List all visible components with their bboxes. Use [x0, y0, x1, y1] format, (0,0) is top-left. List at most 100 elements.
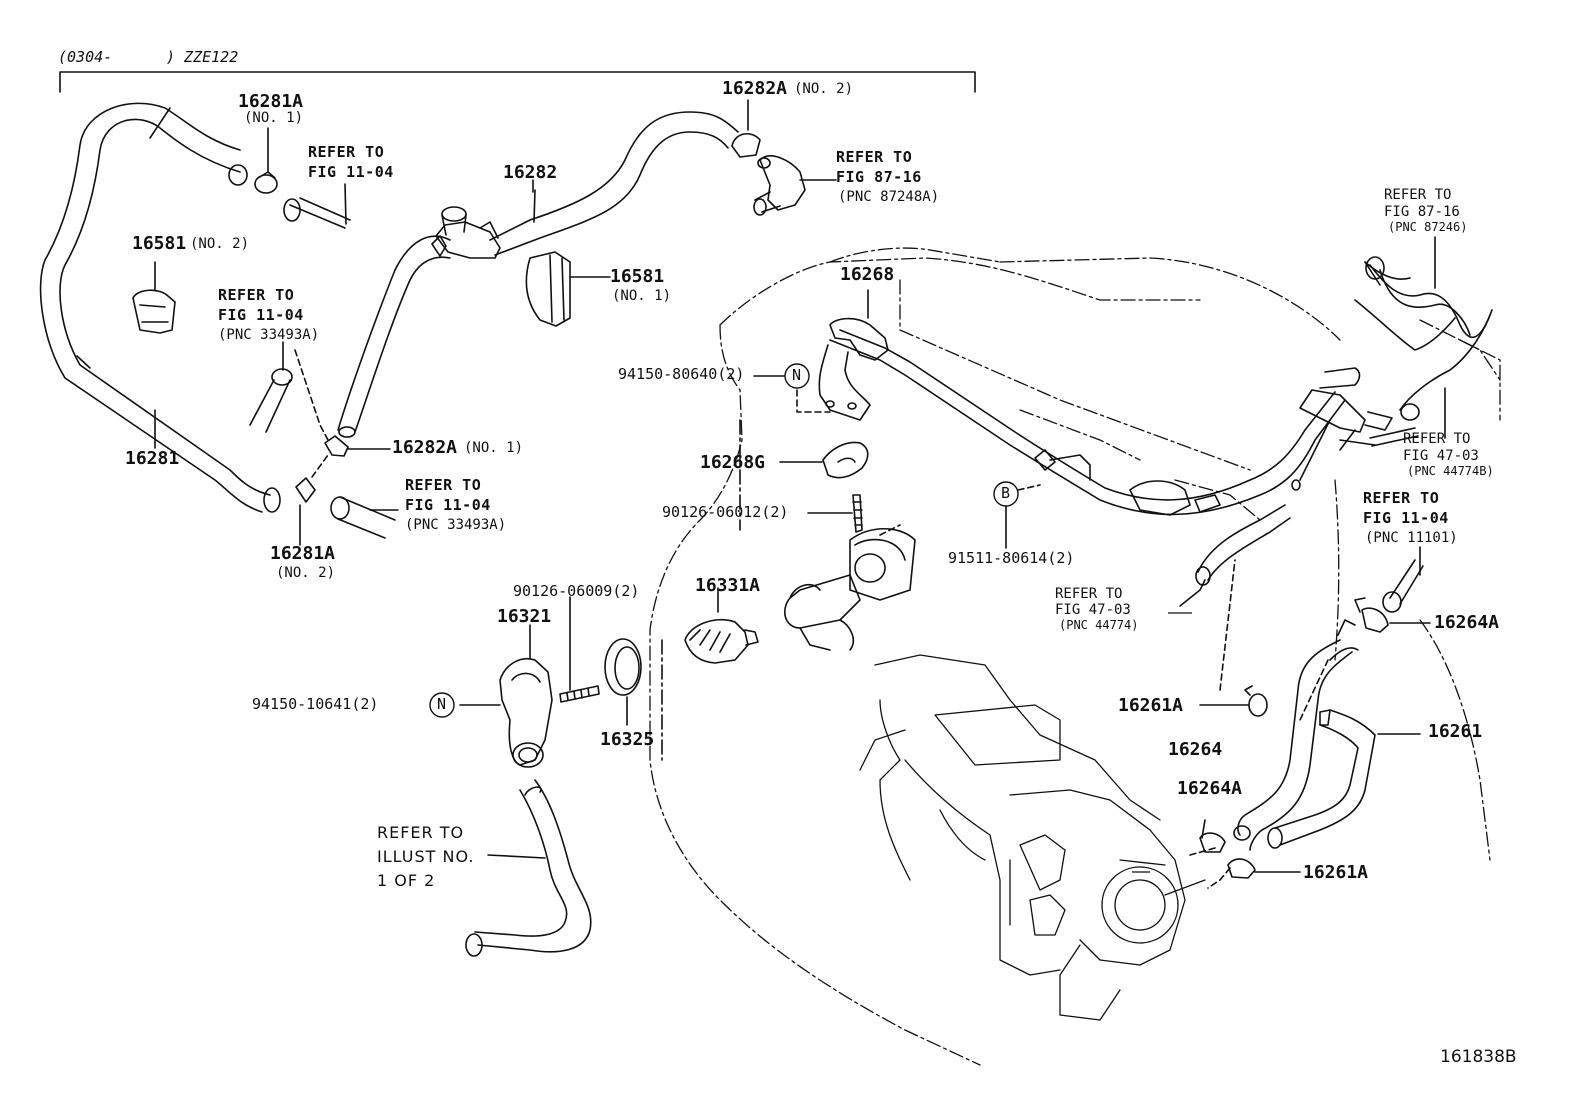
ref-line: (PNC 33493A) [218, 327, 320, 343]
label-94150-10641: 94150-10641(2) [252, 695, 379, 713]
ref-line: (PNC 44774) [1059, 618, 1139, 632]
ref-line: REFER TO [836, 148, 913, 166]
label-94150-80640: 94150-80640(2) [618, 365, 745, 383]
ref-line: REFER TO [377, 823, 465, 842]
label-16281: 16281 [125, 448, 180, 469]
marker-n1-circle [784, 363, 810, 389]
clamp-16282A-2 [731, 99, 761, 158]
engine-lower-block [859, 654, 1206, 1021]
t-fitting [431, 206, 501, 259]
ref-line: REFER TO [1384, 187, 1452, 203]
ref-line: REFER TO [308, 143, 385, 161]
label-16282A-no1-sub: (NO. 1) [464, 440, 524, 456]
hose-44774 [1179, 504, 1291, 607]
label-16282A-no2-sub: (NO. 2) [794, 81, 854, 97]
bracket-16268 [818, 289, 889, 421]
ref-line: FIG 11-04 [218, 306, 304, 324]
ref-line: (PNC 33493A) [405, 517, 507, 533]
ref-line: FIG 87-16 [1384, 204, 1460, 220]
label-16264A-top: 16264A [1434, 612, 1500, 633]
ref-line: FIG 47-03 [1403, 448, 1479, 464]
tube-33493A-upper [249, 341, 329, 441]
heater-valve [753, 155, 837, 216]
hose-lower-left [465, 779, 592, 957]
ref-line: ILLUST NO. [377, 847, 475, 866]
hose-16282 [337, 111, 739, 438]
clip-16581-1 [525, 251, 611, 327]
ref-line: FIG 11-04 [308, 163, 394, 181]
label-16281A-no1: 16281A [238, 91, 304, 112]
label-16282A-no2: 16282A [722, 78, 788, 99]
label-16325: 16325 [600, 729, 655, 750]
stud-90126-06009 [559, 596, 600, 703]
marker-n2-circle [429, 692, 455, 718]
ref-line: (PNC 87248A) [838, 189, 940, 205]
thermostat-16331A [684, 587, 759, 664]
header-bracket [59, 71, 976, 93]
clamp-16264A-top [1354, 597, 1431, 633]
tube-11101 [1382, 546, 1424, 613]
label-90126-06009: 90126-06009(2) [513, 582, 640, 600]
hose-right-upper [1354, 236, 1493, 439]
outlet-16321 [459, 624, 553, 768]
ref-line: REFER TO [1055, 586, 1123, 602]
tube-33493A-lower [330, 496, 399, 539]
label-16331A: 16331A [695, 575, 761, 596]
label-16261A-bot: 16261A [1303, 862, 1369, 883]
clamp-16281A-1 [254, 127, 278, 194]
marker-b: B [1001, 484, 1011, 502]
bolt-91511 [1005, 454, 1221, 549]
stud-90126-06012 [807, 494, 863, 533]
pipe-16268-main [829, 329, 1419, 516]
ref-line: REFER TO [218, 286, 295, 304]
marker-b-circle [993, 481, 1019, 507]
gasket-16325 [604, 638, 642, 726]
label-16581-no2-sub: (NO. 2) [190, 236, 250, 252]
label-16264A-bot: 16264A [1177, 778, 1243, 799]
label-90126-06012: 90126-06012(2) [662, 503, 789, 521]
label-16282A-no1: 16282A [392, 437, 458, 458]
header-range: (0304- [58, 48, 113, 66]
label-16268: 16268 [840, 264, 895, 285]
clamp-16282A-1 [324, 435, 391, 457]
label-16282: 16282 [503, 162, 558, 183]
marker-n1: N [792, 366, 802, 384]
ref-line: 1 OF 2 [377, 871, 436, 890]
figure-id: 161838B [1440, 1047, 1517, 1067]
ref-line: (PNC 87246) [1388, 220, 1468, 234]
dash-leader-n1 [796, 389, 831, 413]
header-model: ) ZZE122 [166, 48, 239, 66]
ref-line: FIG 11-04 [1363, 509, 1449, 527]
label-16264: 16264 [1168, 739, 1223, 760]
ref-line: (PNC 44774B) [1407, 464, 1494, 478]
ref-line: FIG 11-04 [405, 496, 491, 514]
clamp-16281A-2 [295, 454, 329, 546]
label-16268G: 16268G [700, 452, 766, 473]
label-16261A-mid: 16261A [1118, 695, 1184, 716]
hose-16264 [1233, 619, 1359, 851]
marker-n2: N [437, 695, 447, 713]
label-16581-no2: 16581 [132, 233, 187, 254]
ref-line: REFER TO [405, 476, 482, 494]
gasket-16268G [779, 441, 869, 479]
hose-16281 [39, 102, 281, 513]
label-91511-80614: 91511-80614(2) [948, 549, 1075, 567]
ref-line: (PNC 11101) [1365, 530, 1458, 546]
label-16281A-no1-sub: (NO. 1) [244, 110, 304, 126]
tube-ref-11-04 [283, 183, 351, 229]
clip-16581-2 [132, 261, 176, 334]
label-16281A-no2-sub: (NO. 2) [276, 565, 336, 581]
water-inlet-housing [784, 524, 916, 651]
label-16261: 16261 [1428, 721, 1483, 742]
label-16581-no1-sub: (NO. 1) [612, 288, 672, 304]
ref-line: FIG 47-03 [1055, 602, 1131, 618]
clamp-16264A-bot [1199, 819, 1226, 853]
ref-line: FIG 87-16 [836, 168, 922, 186]
label-16281A-no2: 16281A [270, 543, 336, 564]
engine-outline [649, 247, 1501, 1066]
ref-line: REFER TO [1363, 489, 1440, 507]
label-16581-no1: 16581 [610, 266, 665, 287]
clamp-16261A-mid [1199, 559, 1268, 717]
